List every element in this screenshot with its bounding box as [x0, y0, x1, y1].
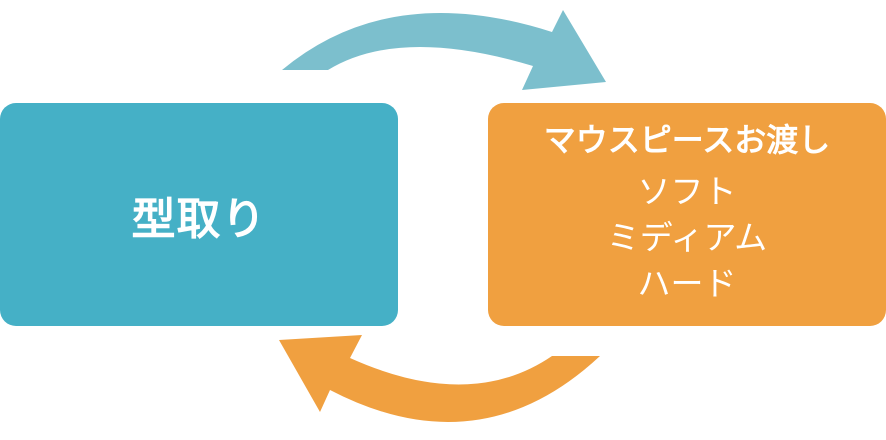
impression-box: 型取り: [0, 103, 398, 326]
mouthpiece-delivery-box: マウスピースお渡し ソフト ミディアム ハード: [488, 103, 886, 326]
impression-label: 型取り: [131, 193, 267, 245]
hardness-option-soft: ソフト: [637, 172, 737, 211]
hardness-option-list: ソフト ミディアム ハード: [607, 169, 767, 307]
hardness-option-medium: ミディアム: [606, 218, 768, 257]
bottom-cycle-arrow: [279, 335, 600, 423]
top-cycle-arrow: [282, 10, 606, 90]
mouthpiece-delivery-label: マウスピースお渡し: [543, 121, 831, 159]
hardness-option-hard: ハード: [637, 264, 737, 303]
